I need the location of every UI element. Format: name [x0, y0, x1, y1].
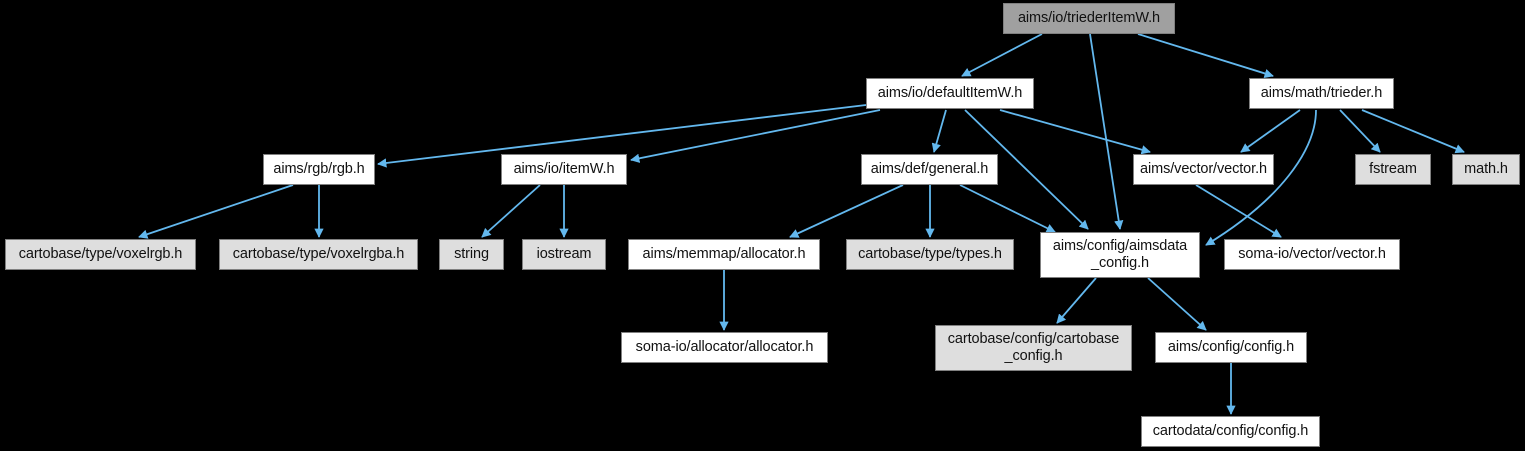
node-cartobase_cfg[interactable]: cartobase/config/cartobase _config.h — [935, 325, 1132, 371]
edge-rgb_rgb-to-voxelrgb — [138, 184, 294, 239]
edge-io_item_w-to-string — [481, 184, 541, 238]
edge-math_trieder-to-fstream — [1339, 109, 1381, 153]
edge-def_general-to-aimsdata_cfg — [959, 184, 1056, 233]
node-iostream[interactable]: iostream — [522, 239, 606, 270]
edge-vector_vector-to-somaio_vector — [1195, 184, 1282, 238]
edge-math_trieder-to-math_h — [1361, 109, 1465, 154]
edge-trieder_item_w-to-default_item_w — [961, 33, 1043, 77]
node-types_h[interactable]: cartobase/type/types.h — [846, 239, 1014, 270]
node-somaio_alloc[interactable]: soma-io/allocator/allocator.h — [621, 332, 828, 363]
edge-default_item_w-to-def_general — [931, 109, 947, 153]
node-vector_vector[interactable]: aims/vector/vector.h — [1133, 154, 1274, 185]
node-default_item_w[interactable]: aims/io/defaultItemW.h — [866, 78, 1034, 109]
node-io_item_w[interactable]: aims/io/itemW.h — [501, 154, 627, 185]
edge-trieder_item_w-to-math_trieder — [1137, 33, 1274, 78]
edge-trieder_item_w-to-aimsdata_cfg — [1089, 33, 1124, 230]
node-math_h[interactable]: math.h — [1452, 154, 1520, 185]
node-fstream[interactable]: fstream — [1355, 154, 1431, 185]
node-cartodata_cfg[interactable]: cartodata/config/config.h — [1141, 416, 1320, 447]
node-def_general[interactable]: aims/def/general.h — [861, 154, 998, 185]
edge-aimsdata_cfg-to-aims_config — [1147, 277, 1207, 331]
node-voxelrgba[interactable]: cartobase/type/voxelrgba.h — [219, 239, 418, 270]
edge-aimsdata_cfg-to-cartobase_cfg — [1056, 277, 1097, 324]
node-trieder_item_w[interactable]: aims/io/triederItemW.h — [1003, 3, 1175, 34]
edge-def_general-to-memmap_alloc — [789, 184, 904, 238]
edge-default_item_w-to-io_item_w — [630, 109, 881, 163]
node-memmap_alloc[interactable]: aims/memmap/allocator.h — [628, 239, 820, 270]
node-aims_config[interactable]: aims/config/config.h — [1155, 332, 1307, 363]
node-aimsdata_cfg[interactable]: aims/config/aimsdata _config.h — [1040, 232, 1200, 278]
node-rgb_rgb[interactable]: aims/rgb/rgb.h — [263, 154, 375, 185]
node-math_trieder[interactable]: aims/math/trieder.h — [1249, 78, 1394, 109]
node-voxelrgb[interactable]: cartobase/type/voxelrgb.h — [5, 239, 196, 270]
node-string[interactable]: string — [439, 239, 504, 270]
node-somaio_vector[interactable]: soma-io/vector/vector.h — [1224, 239, 1400, 270]
edge-default_item_w-to-vector_vector — [999, 109, 1151, 155]
edge-math_trieder-to-vector_vector — [1240, 109, 1301, 153]
